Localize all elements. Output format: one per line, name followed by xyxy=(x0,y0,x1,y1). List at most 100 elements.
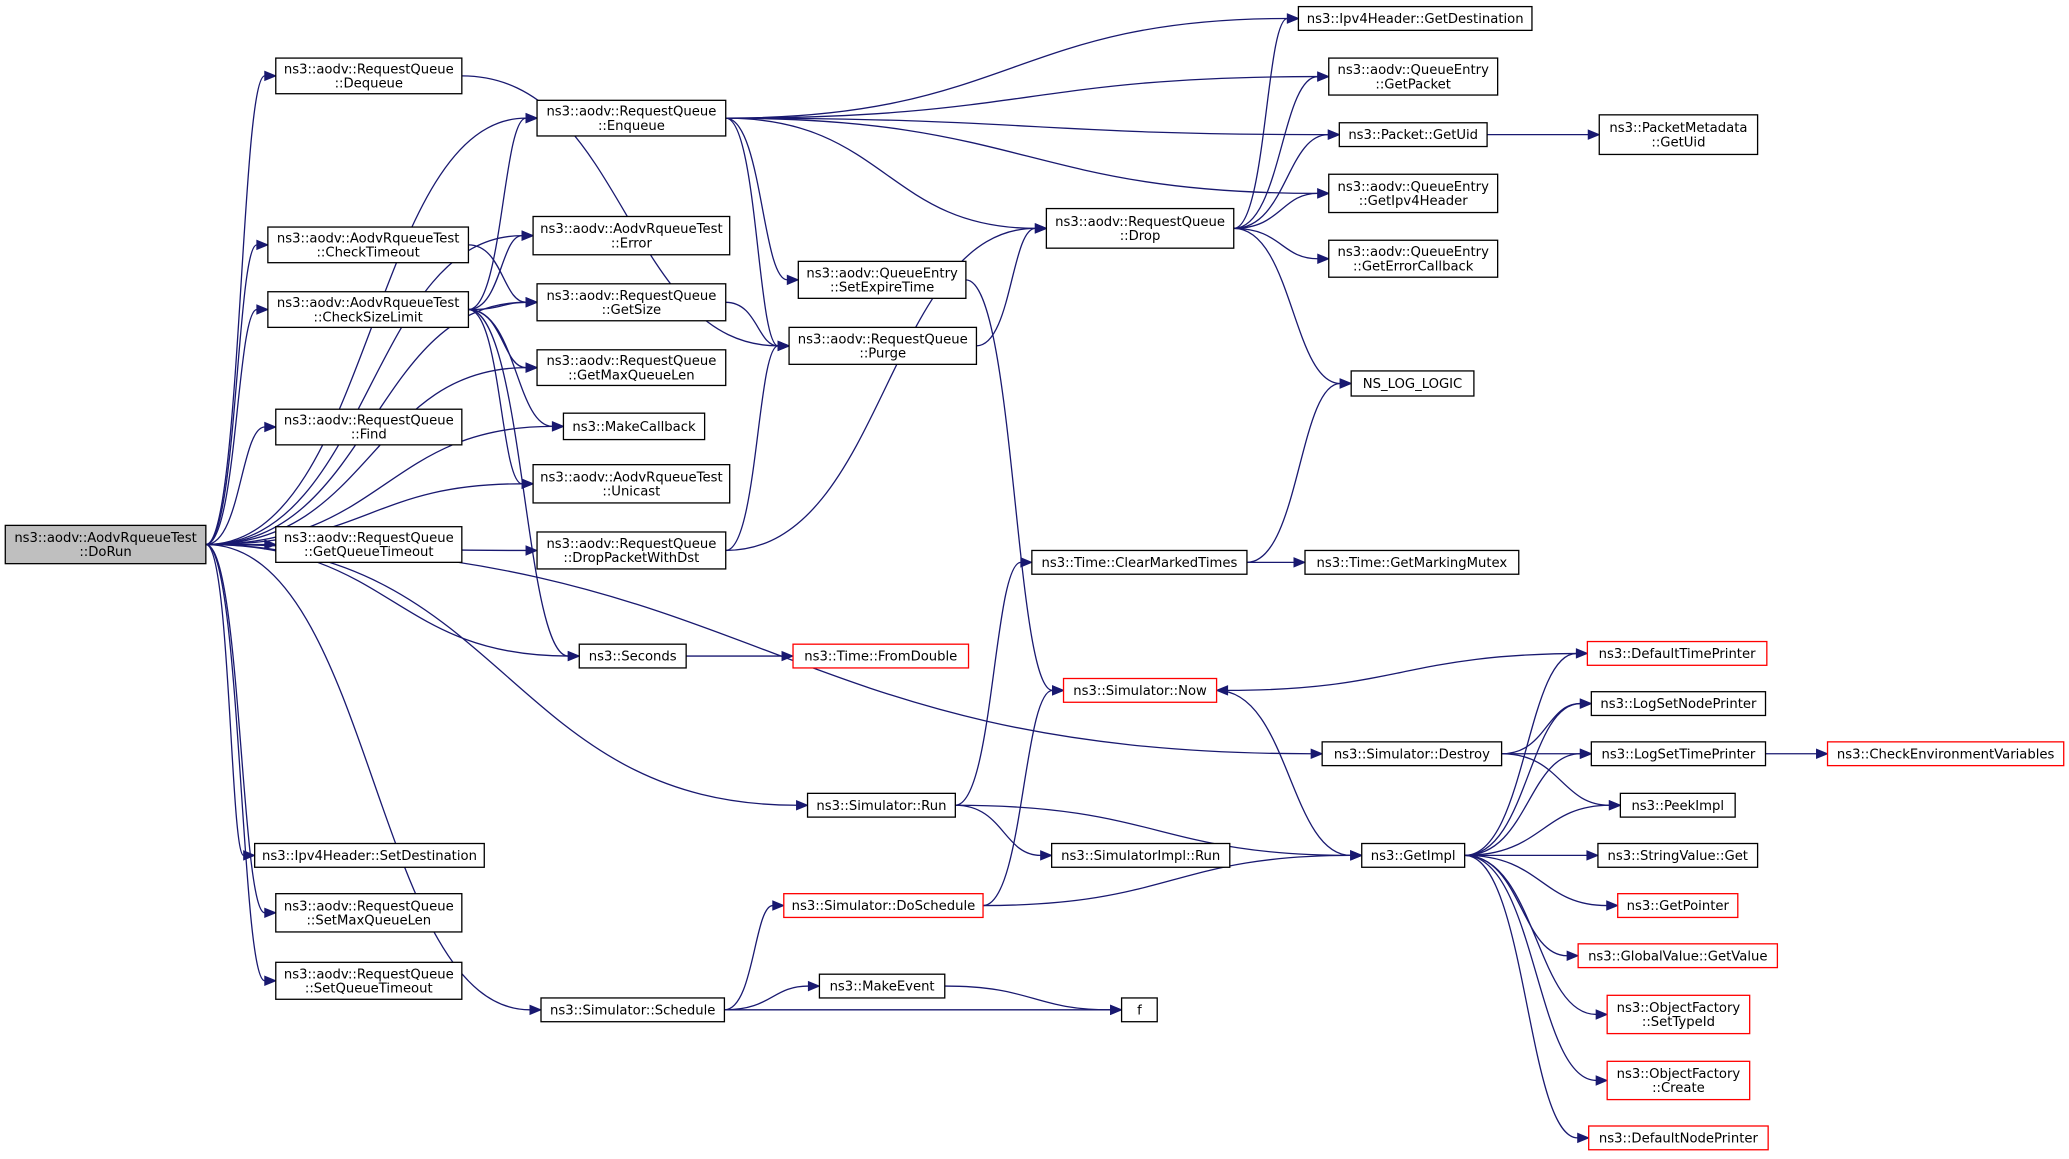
node-getipv4header[interactable]: ns3::aodv::QueueEntry::GetIpv4Header xyxy=(1328,173,1499,214)
node-box xyxy=(267,226,470,264)
node-box xyxy=(540,997,726,1023)
arrowhead xyxy=(567,650,581,662)
node-geterrorcallback[interactable]: ns3::aodv::QueueEntry::GetErrorCallback xyxy=(1328,239,1499,278)
node-checktimeout[interactable]: ns3::aodv::AodvRqueueTest::CheckTimeout xyxy=(267,226,470,264)
node-label: ::GetIpv4Header xyxy=(1359,194,1468,209)
arrowhead xyxy=(1577,1132,1591,1144)
node-box xyxy=(1588,1125,1769,1151)
node-doschedule[interactable]: ns3::Simulator::DoSchedule xyxy=(783,893,984,919)
node-peekimpl[interactable]: ns3::PeekImpl xyxy=(1619,792,1736,818)
node-label: ns3::Time::FromDouble xyxy=(804,650,957,665)
node-label: ::GetPacket xyxy=(1375,77,1451,92)
call-edge xyxy=(725,117,1318,195)
node-dequeue[interactable]: ns3::aodv::RequestQueue::Dequeue xyxy=(275,57,463,95)
node-label: ns3::MakeCallback xyxy=(572,420,696,435)
node-clearmarkedtimes[interactable]: ns3::Time::ClearMarkedTimes xyxy=(1031,549,1248,575)
node-logsettimeprinter[interactable]: ns3::LogSetTimePrinter xyxy=(1590,741,1767,767)
node-label: ::GetMaxQueueLen xyxy=(568,368,695,383)
node-getpacket[interactable]: ns3::aodv::QueueEntry::GetPacket xyxy=(1328,57,1499,96)
node-makeevent[interactable]: ns3::MakeEvent xyxy=(818,973,946,999)
node-makecallback[interactable]: ns3::MakeCallback xyxy=(562,412,706,441)
call-edge xyxy=(468,308,569,657)
node-f[interactable]: f xyxy=(1120,997,1158,1023)
node-label: ns3::Time::GetMarkingMutex xyxy=(1317,556,1508,571)
node-stringvalueget[interactable]: ns3::StringValue::Get xyxy=(1597,842,1759,868)
node-box xyxy=(536,531,727,570)
node-simimplrun[interactable]: ns3::SimulatorImpl::Run xyxy=(1051,842,1231,868)
node-setmaxqueuelen[interactable]: ns3::aodv::RequestQueue::SetMaxQueueLen xyxy=(275,893,463,933)
node-getmarkingmutex[interactable]: ns3::Time::GetMarkingMutex xyxy=(1304,549,1520,575)
node-box xyxy=(1328,239,1499,278)
node-getimpl[interactable]: ns3::GetImpl xyxy=(1361,842,1466,868)
node-label: ::GetUid xyxy=(1651,135,1705,150)
node-box xyxy=(1590,691,1767,717)
node-setdestination[interactable]: ns3::Ipv4Header::SetDestination xyxy=(254,842,485,868)
node-getpointer[interactable]: ns3::GetPointer xyxy=(1617,893,1739,919)
node-enqueue[interactable]: ns3::aodv::RequestQueue::Enqueue xyxy=(536,99,727,137)
node-getqueuetimeout[interactable]: ns3::aodv::RequestQueue::GetQueueTimeout xyxy=(275,526,463,563)
node-droppacketwithdst[interactable]: ns3::aodv::RequestQueue::DropPacketWithD… xyxy=(536,531,727,570)
call-edge xyxy=(1233,227,1341,385)
node-drop[interactable]: ns3::aodv::RequestQueue::Drop xyxy=(1045,207,1235,249)
node-checksizelimit[interactable]: ns3::aodv::AodvRqueueTest::CheckSizeLimi… xyxy=(267,291,470,329)
node-setexpiretime[interactable]: ns3::aodv::QueueEntry::SetExpireTime xyxy=(797,260,967,299)
arrowhead xyxy=(521,230,535,241)
node-getuid[interactable]: ns3::Packet::GetUid xyxy=(1338,122,1488,148)
node-simrun[interactable]: ns3::Simulator::Run xyxy=(806,792,956,818)
node-getsize[interactable]: ns3::aodv::RequestQueue::GetSize xyxy=(536,283,727,322)
node-create[interactable]: ns3::ObjectFactory::Create xyxy=(1606,1060,1751,1101)
arrowhead xyxy=(1293,557,1307,568)
node-box xyxy=(536,99,727,137)
node-label: ns3::Simulator::Now xyxy=(1073,684,1207,699)
node-dorun[interactable]: ns3::aodv::AodvRqueueTest::DoRun xyxy=(4,524,207,565)
call-edge xyxy=(1464,854,1578,1139)
node-box xyxy=(562,412,706,441)
node-box xyxy=(532,215,731,256)
node-box xyxy=(536,283,727,322)
node-destroy[interactable]: ns3::Simulator::Destroy xyxy=(1321,741,1503,767)
node-box xyxy=(1321,741,1503,767)
node-nslog[interactable]: NS_LOG_LOGIC xyxy=(1350,370,1475,397)
node-label: ns3::Ipv4Header::GetDestination xyxy=(1307,12,1524,27)
node-defaulttimeprinter[interactable]: ns3::DefaultTimePrinter xyxy=(1586,640,1768,666)
node-box xyxy=(275,893,463,933)
node-label: ::Create xyxy=(1652,1081,1705,1096)
node-now[interactable]: ns3::Simulator::Now xyxy=(1062,677,1218,703)
node-checkenv[interactable]: ns3::CheckEnvironmentVariables xyxy=(1826,741,2065,767)
node-unicast[interactable]: ns3::aodv::AodvRqueueTest::Unicast xyxy=(532,464,731,504)
node-box xyxy=(1606,994,1751,1035)
call-edge xyxy=(1464,854,1568,957)
node-error[interactable]: ns3::aodv::AodvRqueueTest::Error xyxy=(532,215,731,256)
node-label: ::Dequeue xyxy=(335,77,403,92)
node-defaultnodeprinter[interactable]: ns3::DefaultNodePrinter xyxy=(1588,1125,1769,1151)
node-getdestination[interactable]: ns3::Ipv4Header::GetDestination xyxy=(1297,5,1533,32)
node-find[interactable]: ns3::aodv::RequestQueue::Find xyxy=(275,408,463,446)
node-label: ::Error xyxy=(611,236,653,251)
arrowhead xyxy=(264,421,278,433)
call-edge xyxy=(1501,753,1610,806)
node-pmgetuid[interactable]: ns3::PacketMetadata::GetUid xyxy=(1598,114,1759,156)
node-label: ::SetExpireTime xyxy=(830,281,934,296)
node-label: ns3::ObjectFactory xyxy=(1617,1067,1741,1082)
call-edge xyxy=(468,234,523,311)
node-label: ns3::aodv::AodvRqueueTest xyxy=(14,531,196,546)
node-seconds[interactable]: ns3::Seconds xyxy=(578,643,687,669)
arrowhead xyxy=(525,362,539,373)
call-edge xyxy=(944,985,1111,1011)
node-box xyxy=(1586,640,1768,666)
node-settypeid[interactable]: ns3::ObjectFactory::SetTypeId xyxy=(1606,994,1751,1035)
node-setqueuetimeout[interactable]: ns3::aodv::RequestQueue::SetQueueTimeout xyxy=(275,961,463,1000)
node-schedule[interactable]: ns3::Simulator::Schedule xyxy=(540,997,726,1023)
call-edge xyxy=(1464,753,1581,857)
node-getmaxqueuelen[interactable]: ns3::aodv::RequestQueue::GetMaxQueueLen xyxy=(536,349,727,387)
node-logsetnodeprinter[interactable]: ns3::LogSetNodePrinter xyxy=(1590,691,1767,717)
arrowhead xyxy=(551,421,565,432)
arrowhead xyxy=(1350,850,1364,861)
node-purge[interactable]: ns3::aodv::RequestQueue::Purge xyxy=(788,326,978,365)
node-label: ns3::aodv::QueueEntry xyxy=(1337,180,1489,195)
node-globalvalue[interactable]: ns3::GlobalValue::GetValue xyxy=(1577,943,1779,969)
node-box xyxy=(1598,114,1759,156)
call-edge xyxy=(1246,382,1341,563)
node-box xyxy=(806,792,956,818)
node-fromdouble[interactable]: ns3::Time::FromDouble xyxy=(792,643,970,669)
